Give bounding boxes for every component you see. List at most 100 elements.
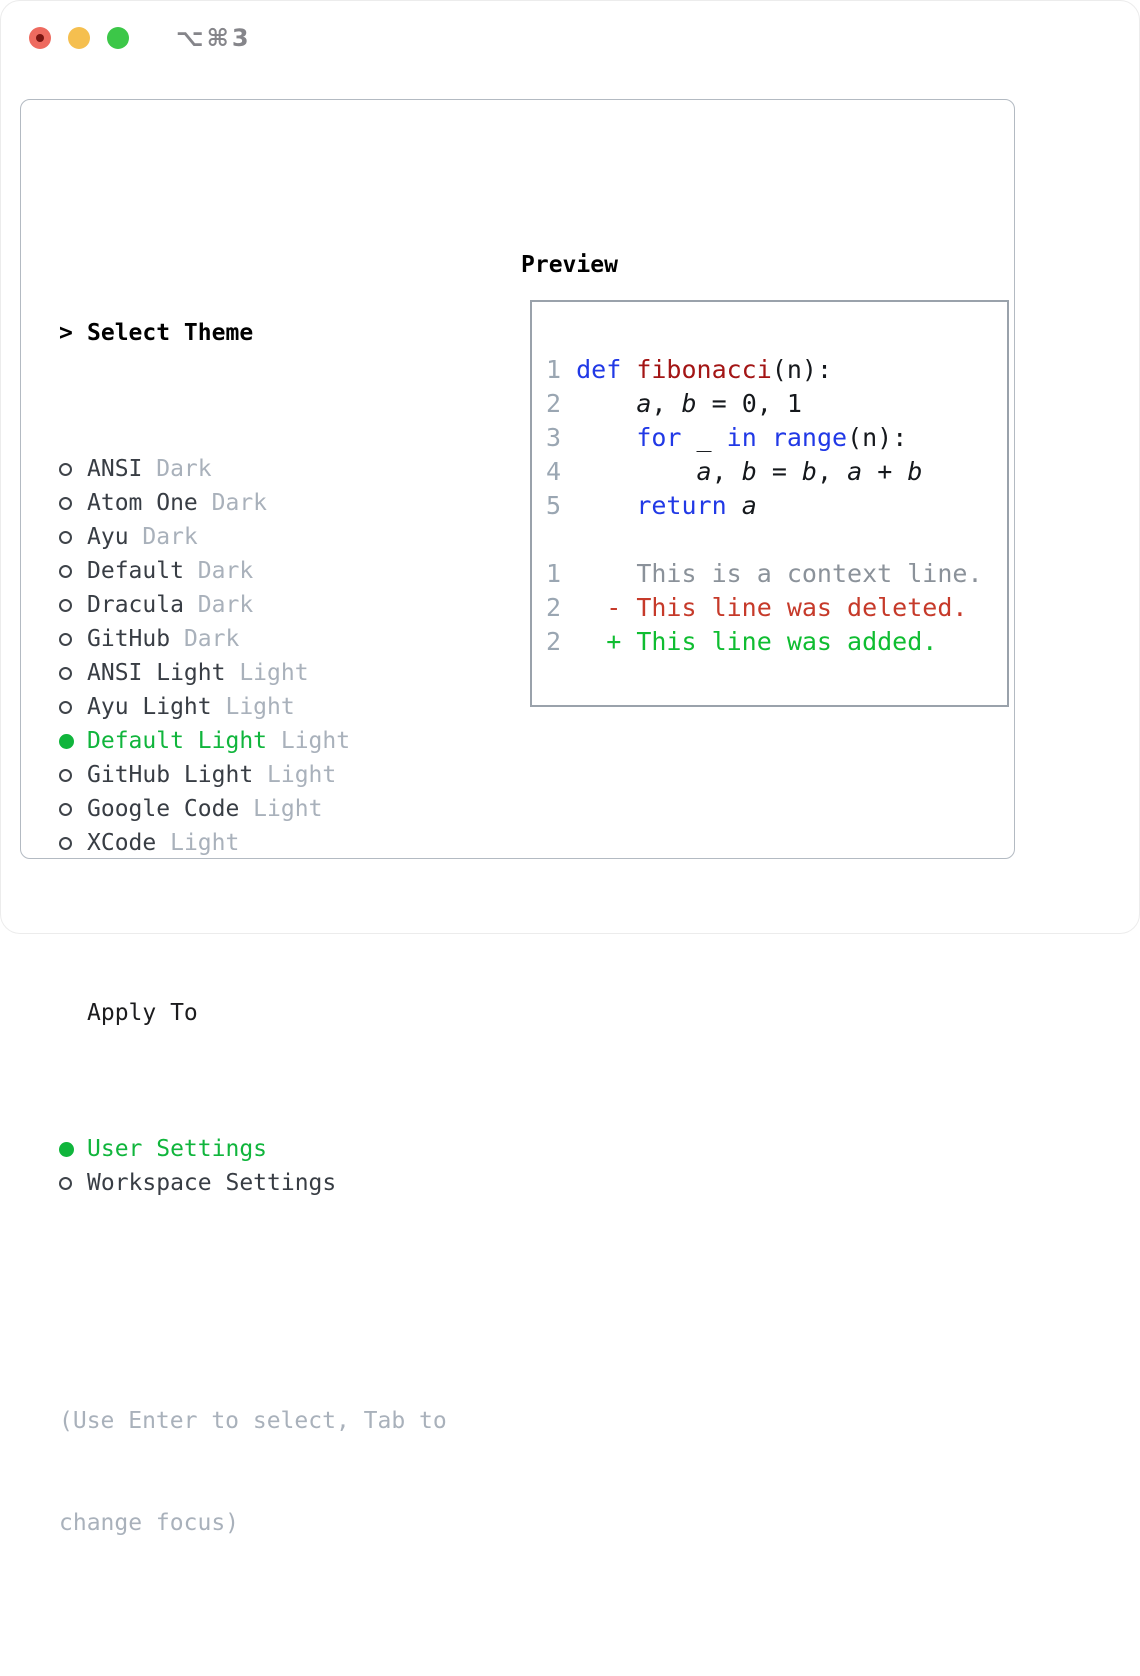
apply-option-label: Workspace Settings	[87, 1170, 337, 1196]
theme-name: Default Light	[87, 728, 268, 754]
code-token: - This line was deleted.	[576, 593, 968, 622]
select-theme-header: > Select Theme	[59, 316, 447, 350]
code-token	[757, 423, 772, 452]
theme-option-default-light-light[interactable]: Default Light Light	[59, 724, 447, 758]
radio-circle	[59, 667, 72, 680]
theme-option-ansi-light-light[interactable]: ANSI Light Light	[59, 656, 447, 690]
radio-circle	[59, 1177, 72, 1190]
radio-circle	[59, 531, 72, 544]
theme-variant: Light	[156, 830, 240, 856]
theme-variant: Dark	[128, 524, 198, 550]
code-token: +	[862, 457, 908, 486]
close-button-icon[interactable]	[29, 27, 51, 49]
code-token: This is a context line.	[576, 559, 983, 588]
radio-circle	[59, 463, 72, 476]
radio-icon	[59, 656, 87, 690]
radio-circle	[59, 599, 72, 612]
code-token	[576, 457, 696, 486]
code-token: ,	[816, 457, 848, 486]
apply-option-label: User Settings	[87, 1136, 268, 1162]
code-token: b	[907, 457, 923, 486]
theme-option-github-dark[interactable]: GitHub Dark	[59, 622, 447, 656]
code-token: b	[801, 457, 817, 486]
radio-circle	[59, 803, 72, 816]
theme-option-google-code-light[interactable]: Google Code Light	[59, 792, 447, 826]
code-token: ,	[711, 457, 742, 486]
hint-line: change focus)	[59, 1510, 240, 1536]
theme-option-xcode-light[interactable]: XCode Light	[59, 826, 447, 860]
code-line	[546, 523, 1007, 557]
code-token	[576, 423, 636, 452]
theme-name: GitHub	[87, 626, 171, 652]
theme-option-atom-one-dark[interactable]: Atom One Dark	[59, 486, 447, 520]
line-number: 3	[546, 423, 577, 452]
theme-option-ayu-dark[interactable]: Ayu Dark	[59, 520, 447, 554]
radio-icon	[59, 826, 87, 860]
code-token: = 0, 1	[696, 389, 802, 418]
code-line: 3 for _ in range(n):	[546, 421, 1007, 455]
code-token: (n):	[771, 355, 833, 384]
traffic-lights	[29, 27, 129, 49]
keyboard-hint: (Use Enter to select, Tab to change focu…	[59, 1336, 447, 1608]
selected-radio-icon	[59, 1132, 87, 1167]
radio-icon	[59, 690, 87, 724]
theme-variant: Light	[239, 796, 323, 822]
theme-name: XCode	[87, 830, 157, 856]
radio-icon	[59, 588, 87, 622]
theme-variant: Light	[225, 660, 309, 686]
apply-option-user-settings[interactable]: User Settings	[59, 1132, 447, 1166]
theme-name: GitHub Light	[87, 762, 254, 788]
code-token: fibonacci	[636, 355, 772, 384]
line-number: 1	[546, 559, 577, 588]
radio-icon	[59, 758, 87, 792]
code-token: a	[847, 457, 863, 486]
theme-option-github-light-light[interactable]: GitHub Light Light	[59, 758, 447, 792]
code-line: 1 This is a context line.	[546, 557, 1007, 591]
theme-option-ansi-dark[interactable]: ANSI Dark	[59, 452, 447, 486]
line-number: 2	[546, 389, 577, 418]
radio-filled-dot	[59, 734, 74, 749]
theme-variant: Light	[253, 762, 337, 788]
code-token: in	[726, 423, 757, 452]
code-line: 1 def fibonacci(n):	[546, 353, 1007, 387]
code-line: 2 - This line was deleted.	[546, 591, 1007, 625]
code-token: =	[756, 457, 802, 486]
radio-circle	[59, 565, 72, 578]
line-number: 4	[546, 457, 577, 486]
code-token: def	[576, 355, 622, 384]
radio-icon	[59, 520, 87, 554]
code-token	[621, 355, 636, 384]
radio-circle	[59, 497, 72, 510]
theme-variant: Dark	[170, 626, 240, 652]
focus-caret-icon: >	[59, 320, 73, 346]
code-token: ,	[651, 389, 682, 418]
code-token: a	[696, 457, 712, 486]
theme-option-ayu-light-light[interactable]: Ayu Light Light	[59, 690, 447, 724]
code-token: + This line was added.	[576, 627, 938, 656]
radio-icon	[59, 486, 87, 520]
radio-filled-dot	[59, 1142, 74, 1157]
code-token: range	[771, 423, 848, 452]
minimize-button-icon[interactable]	[68, 27, 90, 49]
radio-icon	[59, 792, 87, 826]
radio-circle	[59, 633, 72, 646]
code-token: a	[636, 389, 652, 418]
theme-option-dracula-dark[interactable]: Dracula Dark	[59, 588, 447, 622]
code-line: 4 a, b = b, a + b	[546, 455, 1007, 489]
radio-icon	[59, 452, 87, 486]
zoom-button-icon[interactable]	[107, 27, 129, 49]
theme-name: Default	[87, 558, 184, 584]
code-token: for	[636, 423, 682, 452]
window-title: ⌥⌘3	[176, 24, 252, 52]
apply-option-workspace-settings[interactable]: Workspace Settings	[59, 1166, 447, 1200]
theme-variant: Light	[211, 694, 295, 720]
select-theme-title: Select Theme	[87, 320, 254, 346]
theme-option-default-dark[interactable]: Default Dark	[59, 554, 447, 588]
radio-icon	[59, 1166, 87, 1200]
hint-line: (Use Enter to select, Tab to	[59, 1408, 447, 1434]
radio-circle	[59, 837, 72, 850]
